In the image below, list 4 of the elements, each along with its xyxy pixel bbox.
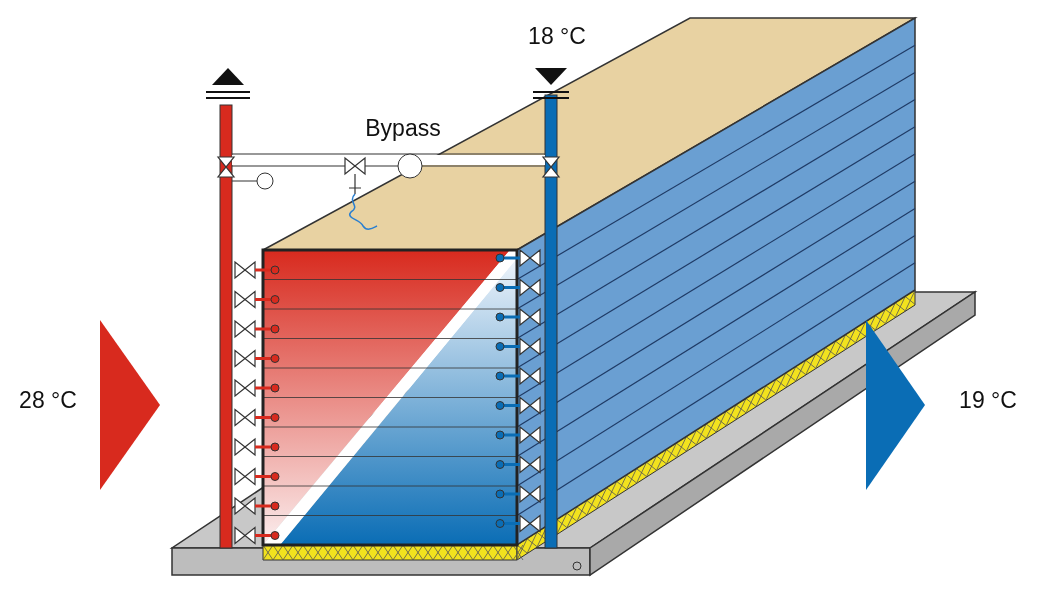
temperature-label: 18 °C [528,22,586,50]
temperature-label: 28 °C [19,386,77,414]
temperature-label: 19 °C [959,386,1017,414]
bypass-label: Bypass [365,114,441,142]
